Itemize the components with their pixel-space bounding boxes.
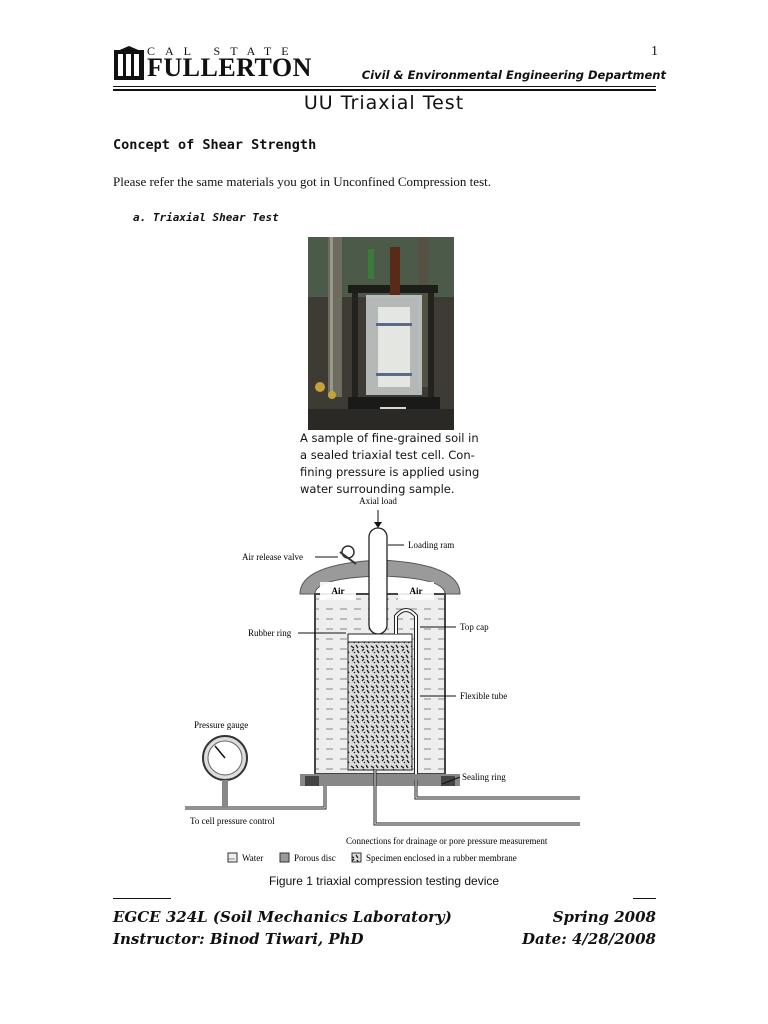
axial-load-label: Axial load — [359, 496, 397, 506]
photo-caption-line: a sealed triaxial test cell. Con- — [300, 448, 475, 462]
cell-pressure-label: To cell pressure control — [190, 816, 275, 826]
university-logo: CAL STATE FULLERTON — [113, 44, 311, 84]
connections-label: Connections for drainage or pore pressur… — [346, 836, 548, 846]
header-rule-thick — [113, 89, 656, 91]
subheading: a. Triaxial Shear Test — [133, 211, 279, 224]
page-title: UU Triaxial Test — [303, 92, 465, 114]
photo-caption-line: water surrounding sample. — [300, 482, 455, 496]
course-name: EGCE 324L (Soil Mechanics Laboratory) — [113, 908, 452, 926]
page-number: 1 — [651, 44, 658, 59]
air-label-right: Air — [410, 586, 423, 596]
department-name: Civil & Environmental Engineering Depart… — [361, 68, 666, 82]
date: Date: 4/28/2008 — [522, 930, 656, 948]
sealing-ring-label: Sealing ring — [462, 772, 506, 782]
triaxial-cell-photo — [308, 237, 454, 430]
rubber-ring-label: Rubber ring — [248, 628, 292, 638]
triaxial-apparatus-diagram: Axial load Air Air — [170, 494, 590, 864]
footer-rule-left — [113, 898, 171, 899]
pressure-gauge-label: Pressure gauge — [194, 720, 248, 730]
air-release-valve-label: Air release valve — [242, 552, 303, 562]
photo-caption-line: fining pressure is applied using — [300, 465, 480, 479]
term: Spring 2008 — [552, 908, 656, 926]
section-heading: Concept of Shear Strength — [113, 137, 317, 153]
logo-top-text: CAL STATE — [147, 44, 299, 58]
footer-rule-right — [633, 898, 656, 899]
instructor: Instructor: Binod Tiwari, PhD — [113, 930, 364, 948]
loading-ram-label: Loading ram — [408, 540, 454, 550]
legend-specimen: Specimen enclosed in a rubber membrane — [366, 853, 517, 863]
legend-water: Water — [242, 853, 263, 863]
titan-emblem-icon — [114, 46, 144, 80]
figure-caption: Figure 1 triaxial compression testing de… — [268, 874, 500, 888]
photo-caption-line: A sample of fine-grained soil in — [300, 431, 479, 445]
body-text: Please refer the same materials you got … — [113, 174, 491, 189]
photo-caption: A sample of fine-grained soil in a seale… — [300, 430, 480, 498]
header-rule — [113, 86, 656, 87]
top-cap-label: Top cap — [460, 622, 489, 632]
air-label-left: Air — [332, 586, 345, 596]
flexible-tube-label: Flexible tube — [460, 691, 507, 701]
legend-porous-disc: Porous disc — [294, 853, 336, 863]
logo-bottom-text: FULLERTON — [147, 53, 312, 82]
